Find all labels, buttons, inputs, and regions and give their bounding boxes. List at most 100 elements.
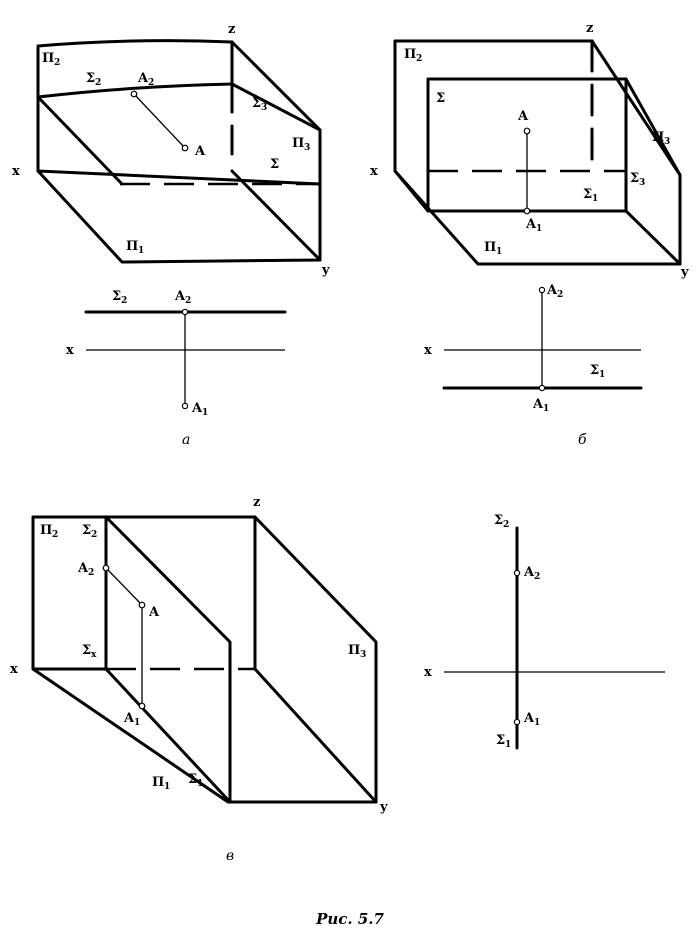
label-x: x [424,343,432,358]
label-pi1: П [152,775,164,790]
label-pi2: П [42,51,54,66]
plane-sigma2-strip [36,39,234,99]
label-y: y [379,800,388,815]
label-x: x [370,164,378,179]
trace-sigma1 [104,667,232,804]
point-a2 [102,564,110,572]
label-sigma3: Σ [630,171,639,186]
label-pi1-sub: 1 [164,782,170,792]
label-a1: A [191,401,203,416]
label-a1: A [123,711,135,726]
label-sigma1: Σ [496,733,505,748]
label-a2: A [174,289,186,304]
point-a [138,601,146,609]
point-a2 [538,286,546,294]
label-pi3-sub: 3 [664,137,670,147]
label-sigma1-sub: 1 [599,370,605,380]
label-sigma: Σ [270,157,279,172]
label-a2-sub: 2 [88,568,94,578]
point-a2 [181,308,189,316]
label-z: z [253,495,260,510]
label-a2-sub: 2 [557,290,563,300]
label-sigma1: Σ [583,187,592,202]
label-x: x [66,343,74,358]
panel-b-isometric: П 2 Σ A z П 3 Σ 3 Σ 1 x A 1 П 1 y [370,21,689,280]
label-a: A [148,605,160,620]
label-a1: A [523,711,535,726]
label-sigma2: Σ [112,289,121,304]
label-a1: A [525,217,537,232]
point-a1 [538,384,546,392]
point-a [181,144,189,152]
label-a2: A [77,561,89,576]
projector-a-a2 [105,567,143,606]
label-sigma2: Σ [86,71,95,86]
figure-caption: Рис. 5.7 [315,910,384,928]
label-sigma2-sub: 2 [503,520,509,530]
label-sigma3-sub: 3 [261,103,267,113]
label-pi2-sub: 2 [416,54,422,64]
label-sigma2-sub: 2 [121,296,127,306]
label-sigma2: Σ [494,513,503,528]
panel-a-epure: Σ 2 A 2 x A 1 а [66,289,287,448]
label-a1-sub: 1 [134,718,140,728]
sigma-diagonal-right [230,169,322,262]
label-pi3: П [292,136,304,151]
caption-v: в [226,848,234,864]
label-z: z [586,21,593,36]
label-a1: A [532,397,544,412]
label-sigma-x-sub: x [91,650,97,660]
label-pi3-sub: 3 [360,650,366,660]
label-pi3: П [348,643,360,658]
label-sigma1-sub: 1 [197,779,203,789]
label-pi3-sub: 3 [304,143,310,153]
label-pi1-sub: 1 [138,246,144,256]
label-a: A [194,144,206,159]
label-a1-sub: 1 [543,404,549,414]
label-pi2-sub: 2 [52,530,58,540]
edge-x-sigma [393,169,430,213]
label-pi1-sub: 1 [496,247,502,257]
edge-sigma-y [624,209,682,266]
label-a2-sub: 2 [534,572,540,582]
label-a1-sub: 1 [202,408,208,418]
panel-v-epure: Σ 2 A 2 x A 1 Σ 1 [424,513,665,750]
sigma-diagonal-left [36,95,124,186]
point-a2 [513,569,521,577]
label-a2-sub: 2 [148,78,154,88]
label-pi1: П [126,239,138,254]
label-y: y [680,265,689,280]
box-front-base [36,95,322,264]
label-x: x [424,665,432,680]
label-y: y [321,263,330,278]
point-a1 [181,402,189,410]
label-sigma1-sub: 1 [505,740,511,750]
label-pi2-sub: 2 [54,58,60,68]
label-sigma1-sub: 1 [592,194,598,204]
label-pi3: П [652,130,664,145]
label-pi2: П [404,47,416,62]
label-pi2: П [40,523,52,538]
label-sigma1: Σ [590,363,599,378]
label-a1-sub: 1 [536,224,542,234]
label-sigma3: Σ [252,96,261,111]
label-sigma-x: Σ [82,643,91,658]
label-z: z [228,22,235,37]
panel-v-isometric: П 2 Σ 2 z A 2 A Σ x x A 1 П 3 П 1 Σ 1 y … [10,495,388,864]
projector-a-a2 [133,93,186,149]
label-x: x [10,662,18,677]
label-a2: A [546,283,558,298]
label-sigma2: Σ [82,523,91,538]
plane-sigma-outline [104,515,232,804]
label-pi1: П [484,240,496,255]
point-a1 [138,702,146,710]
point-a2 [130,90,138,98]
sigma3-trace [230,82,322,132]
label-sigma1: Σ [188,772,197,787]
label-sigma2-sub: 2 [95,78,101,88]
label-a2: A [137,71,149,86]
label-x: x [12,164,20,179]
edge-sigma-pi3 [624,77,682,177]
label-a2: A [523,565,535,580]
